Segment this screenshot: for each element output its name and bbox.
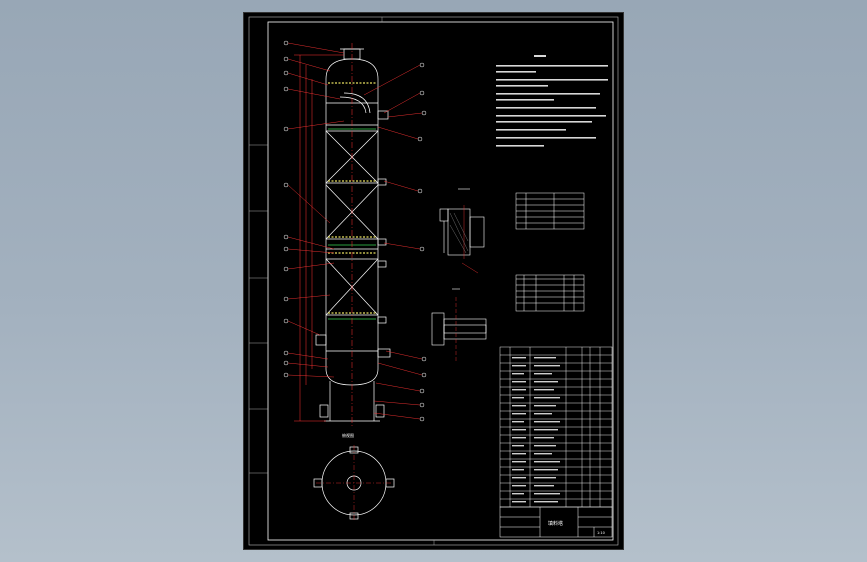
title-block <box>499 506 613 538</box>
drawing-canvas: 俯视图 <box>248 16 619 546</box>
column-tower-elevation <box>315 48 391 422</box>
parts-list-table <box>499 346 613 508</box>
parts-list-text <box>512 357 560 503</box>
title-block-name: 填料塔 <box>548 520 563 527</box>
title-block-scale: 1:10 <box>597 531 605 535</box>
plan-view <box>313 445 395 521</box>
nozzle-table-1 <box>515 192 585 230</box>
drawing-sheet: 俯视图 <box>243 12 624 550</box>
nozzle-table-2 <box>515 274 585 312</box>
distributor-plates <box>328 82 376 314</box>
technical-requirements <box>496 55 608 147</box>
margin-ticks <box>249 17 435 545</box>
outer-border <box>248 16 619 546</box>
plan-view-label: 俯视图 <box>342 432 354 438</box>
leader-lines-left <box>287 42 345 378</box>
detail-view-nozzle <box>431 288 487 361</box>
detail-view-flange <box>439 188 485 274</box>
leader-lines-right <box>363 64 423 420</box>
drawing-frame <box>267 21 614 541</box>
part-balloons <box>283 40 427 422</box>
dimension-lines-left <box>294 54 344 422</box>
